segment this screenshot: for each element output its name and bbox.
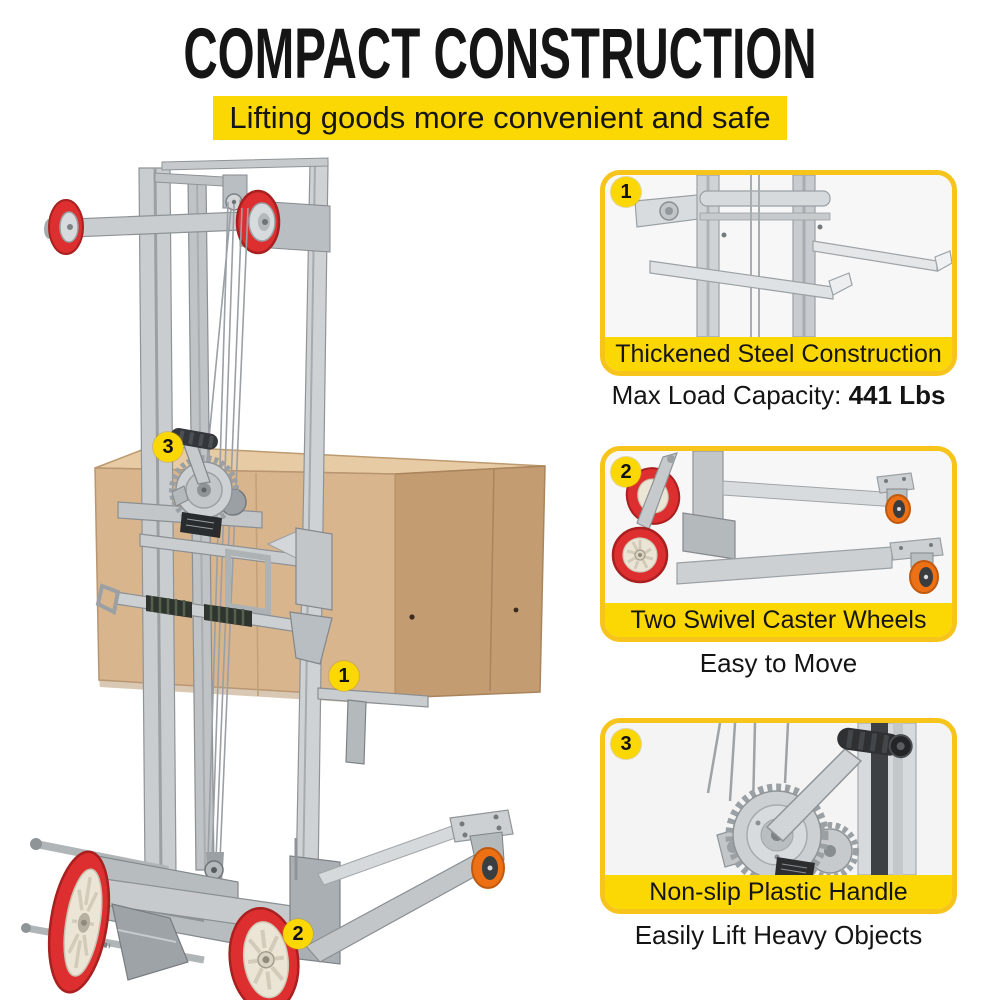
top-roller-carriage xyxy=(44,189,331,255)
feature-caption-1: Max Load Capacity: 441 Lbs xyxy=(611,380,946,410)
winch-assembly xyxy=(117,428,263,538)
feature-badge-1: 1 xyxy=(611,177,641,207)
front-red-wheel xyxy=(611,526,669,584)
feature-caption-3: Easily Lift Heavy Objects xyxy=(634,920,923,950)
feature-card-plastic-handle: Non-slip Plastic Handle xyxy=(600,718,957,914)
feature-banner: Non-slip Plastic Handle xyxy=(605,875,952,909)
badge-number: 3 xyxy=(620,732,632,755)
subtitle-banner: Lifting goods more convenient and safe xyxy=(213,96,787,140)
product-photo-lift-truck xyxy=(21,157,546,1000)
fork xyxy=(317,687,429,765)
mast xyxy=(138,157,329,883)
feature-caption-2: Easy to Move xyxy=(699,648,858,678)
callout-marker-3: 3 xyxy=(153,432,183,462)
feature-photo-winch-handle xyxy=(605,723,952,875)
feature-photo-caster-wheels xyxy=(605,451,952,603)
badge-number: 2 xyxy=(620,460,632,483)
page-title: COMPACT CONSTRUCTION xyxy=(183,15,817,94)
front-wheel xyxy=(228,906,300,1000)
marker-number: 2 xyxy=(292,922,304,945)
marker-number: 3 xyxy=(162,435,174,458)
feature-banner: Thickened Steel Construction xyxy=(605,337,952,371)
swivel-caster xyxy=(449,809,514,889)
handle-grip xyxy=(837,727,913,759)
carriage-frame xyxy=(95,527,333,665)
feature-badge-3: 3 xyxy=(611,729,641,759)
feature-banner: Two Swivel Caster Wheels xyxy=(605,603,952,637)
feature-badge-2: 2 xyxy=(611,457,641,487)
rear-wheel-left xyxy=(47,850,111,994)
feature-card-steel-construction: Thickened Steel Construction xyxy=(600,170,957,376)
feature-photo-forks xyxy=(605,175,952,337)
callout-marker-1: 1 xyxy=(329,661,359,691)
callout-marker-2: 2 xyxy=(283,919,313,949)
badge-number: 1 xyxy=(620,180,632,203)
base-frame xyxy=(21,825,495,981)
feature-card-caster-wheels: Two Swivel Caster Wheels xyxy=(600,446,957,642)
marker-number: 1 xyxy=(338,664,350,687)
